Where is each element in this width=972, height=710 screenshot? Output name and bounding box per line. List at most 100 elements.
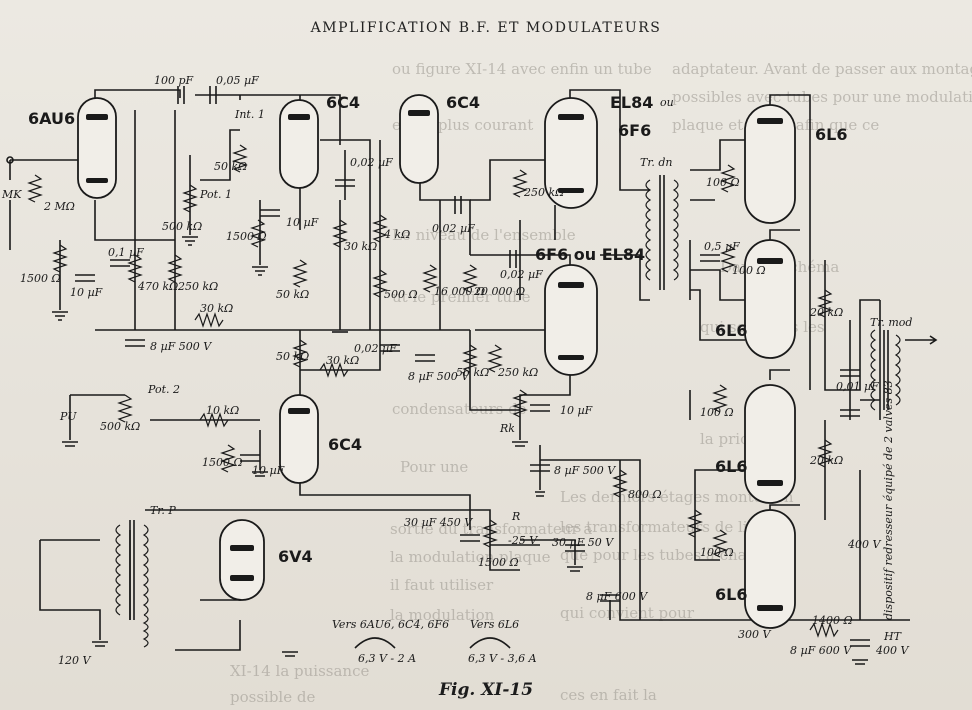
transformers bbox=[115, 175, 938, 648]
label-6c4-a: 6C4 bbox=[326, 93, 360, 112]
bleed-through-line: Pour une bbox=[400, 458, 469, 476]
tube-6c4-2 bbox=[399, 94, 439, 184]
bleed-through-line: Le niveau de l'ensemble bbox=[392, 226, 576, 244]
bleed-through-line: ut le premier tube bbox=[392, 288, 531, 306]
label-heat-b-to: Vers 6L6 bbox=[470, 618, 519, 631]
tube-6l6-4 bbox=[744, 509, 796, 629]
bleed-through-line: ces en fait la bbox=[560, 686, 657, 704]
label-r50k-a: 50 kΩ bbox=[214, 160, 247, 173]
component-labels: 6AU6 6C4 6C4 EL84 ou 6F6 6F6 ou EL84 6L6… bbox=[1, 74, 912, 667]
label-r250k-c: 250 kΩ bbox=[497, 366, 538, 379]
label-pot1: Pot. 1 bbox=[199, 188, 232, 201]
label-r1500-d: 1500 Ω bbox=[478, 556, 519, 569]
label-vneg25: -25 V bbox=[508, 534, 538, 547]
resistors bbox=[27, 144, 839, 638]
bleed-through-line: XI-14 la puissance bbox=[230, 662, 370, 680]
label-r16000: 16 000 Ω bbox=[434, 285, 485, 298]
label-v300: 300 V bbox=[738, 628, 771, 641]
label-c10-c: 10 µF bbox=[252, 464, 285, 477]
tube-6l6-1 bbox=[744, 104, 796, 224]
label-r30k-a: 30 kΩ bbox=[200, 302, 233, 315]
label-6au6: 6AU6 bbox=[28, 109, 75, 128]
label-6l6-2: 6L6 bbox=[715, 321, 747, 340]
label-r1500-b: 1500 Ω bbox=[226, 230, 267, 243]
bleed-through-line: il faut utiliser bbox=[390, 576, 494, 594]
label-r100-b: 100 Ω bbox=[732, 264, 766, 277]
label-c30-50: 30 µF 50 V bbox=[552, 536, 614, 549]
label-r800: 800 Ω bbox=[628, 488, 662, 501]
label-r500-c: 500 Ω bbox=[384, 288, 418, 301]
label-6l6-4: 6L6 bbox=[715, 585, 747, 604]
tube-6l6-2 bbox=[744, 239, 796, 359]
label-c8-500: 8 µF 500 V bbox=[150, 340, 212, 353]
label-r4k4: 4 kΩ bbox=[383, 228, 410, 241]
label-pu: PU bbox=[59, 410, 77, 423]
figure-caption: Fig. XI-15 bbox=[438, 680, 534, 700]
ground-symbols bbox=[52, 236, 868, 665]
label-6c4-b: 6C4 bbox=[446, 93, 480, 112]
label-r10k: 10 kΩ bbox=[206, 404, 239, 417]
label-ht: HT bbox=[883, 630, 903, 643]
bleed-through-line: possible de bbox=[230, 688, 316, 706]
bleed-through-line: sortie du transformateur a bbox=[390, 520, 593, 538]
label-r100-c: 100 Ω bbox=[700, 406, 734, 419]
label-6l6-1: 6L6 bbox=[815, 125, 847, 144]
label-c30-450: 30 µF 450 V bbox=[404, 516, 473, 529]
label-r1400: 1400 Ω bbox=[812, 614, 853, 627]
label-trp: Tr. P bbox=[150, 504, 176, 517]
label-r20k-b: 20 kΩ bbox=[809, 454, 843, 467]
bleed-through-line: que pour les tubes à chauffage bbox=[560, 546, 795, 564]
label-r50k-b: 50 kΩ bbox=[276, 288, 309, 301]
label-mic: MK bbox=[1, 188, 22, 201]
label-r1500-a: 1500 Ω bbox=[20, 272, 61, 285]
label-r500k-b: 500 kΩ bbox=[100, 420, 140, 433]
tube-6c4-3 bbox=[279, 394, 319, 484]
label-r20k-a: 20 kΩ bbox=[809, 306, 843, 319]
bleed-through-line: possibles avec tubes pour une modulation bbox=[672, 88, 972, 106]
label-r56k: 56 kΩ bbox=[456, 366, 489, 379]
label-r500k-a: 500 kΩ bbox=[162, 220, 202, 233]
label-r470k: 470 kΩ bbox=[137, 280, 178, 293]
tube-6au6 bbox=[77, 97, 117, 199]
label-r30k-c: 30 kΩ bbox=[326, 354, 359, 367]
label-c002-d: 0,02 µF bbox=[500, 268, 543, 281]
capacitors bbox=[75, 86, 870, 647]
bleed-through-line: la modulation plaque bbox=[390, 548, 551, 566]
bleed-through-line: condensateurs de bbox=[392, 400, 527, 418]
label-c8-600: 8 µF 600 V bbox=[790, 644, 852, 657]
tube-el84 bbox=[544, 97, 598, 209]
label-c005: 0,05 µF bbox=[216, 74, 259, 87]
tubes bbox=[77, 94, 796, 629]
label-heat-a-v: 6,3 V - 2 A bbox=[358, 652, 416, 665]
label-r100-d: 100 Ω bbox=[700, 546, 734, 559]
label-c100p: 100 pF bbox=[154, 74, 194, 87]
label-6l6-3: 6L6 bbox=[715, 457, 747, 476]
label-6f6: 6F6 bbox=[618, 121, 651, 140]
label-c002-a: 0,02 µF bbox=[350, 156, 393, 169]
label-ht-v: 400 V bbox=[875, 644, 909, 657]
label-r30k-b: 30 kΩ bbox=[344, 240, 377, 253]
page-header: AMPLIFICATION B.F. ET MODULATEURS bbox=[310, 20, 662, 36]
label-el84: EL84 bbox=[610, 93, 653, 112]
label-int1: Int. 1 bbox=[234, 108, 265, 121]
bleed-through-line: les transformateurs de liaison bbox=[560, 518, 788, 536]
label-6v4: 6V4 bbox=[278, 547, 313, 566]
label-heat-a-to: Vers 6AU6, 6C4, 6F6 bbox=[332, 618, 449, 631]
label-c8-500-c: 8 µF 500 V bbox=[554, 464, 616, 477]
label-c05: 0,5 µF bbox=[704, 240, 740, 253]
label-r1500-c: 1500 Ω bbox=[202, 456, 243, 469]
label-c01: 0,1 µF bbox=[108, 246, 144, 259]
bleed-through-line: adaptateur. Avant de passer aux montages bbox=[672, 60, 972, 78]
label-c10-a: 10 µF bbox=[70, 286, 103, 299]
label-c10-b: 10 µF bbox=[286, 216, 319, 229]
label-c10-rk: 10 µF bbox=[560, 404, 593, 417]
label-r250k-b: 250 kΩ bbox=[523, 186, 564, 199]
label-r250k-a: 250 kΩ bbox=[177, 280, 218, 293]
label-r2m2: 2 MΩ bbox=[43, 200, 75, 213]
label-pot2: Pot. 2 bbox=[147, 383, 180, 396]
label-ou: ou bbox=[660, 96, 674, 109]
label-rk: Rk bbox=[499, 422, 515, 435]
label-6f6-el84: 6F6 ou EL84 bbox=[535, 245, 645, 264]
